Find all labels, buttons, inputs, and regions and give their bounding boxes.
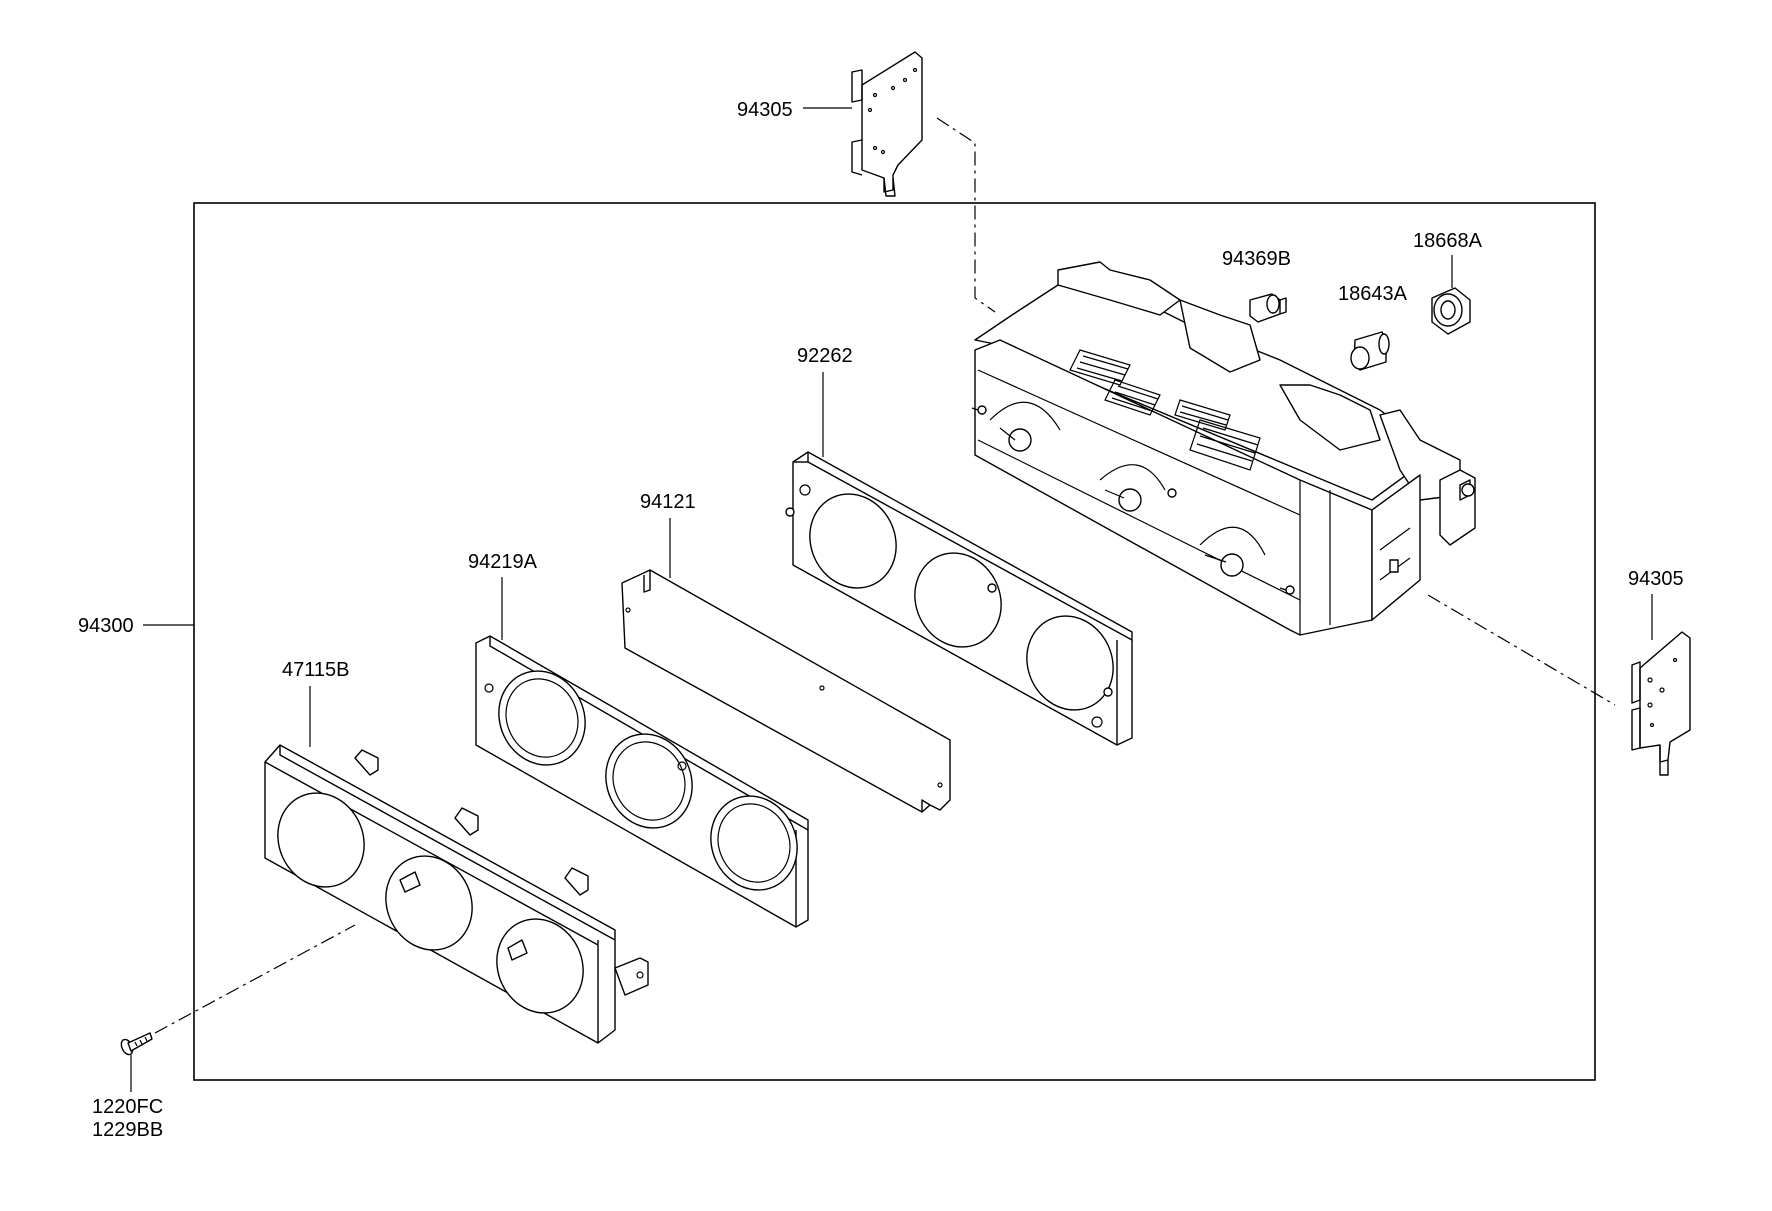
label-94121: 94121 [640,491,696,513]
label-94305-top: 94305 [737,99,793,121]
rear-panel-drawing [785,451,1133,746]
knob-socket-drawing [1431,287,1471,335]
bulb-socket-drawing [1249,293,1287,323]
label-92262: 92262 [797,345,853,367]
label-1229BB: 1229BB [92,1119,163,1141]
label-94219A: 94219A [468,551,538,573]
plate-drawing [621,569,951,813]
dash-94305-right [1427,594,1616,706]
label-94369B: 94369B [1222,248,1291,270]
label-94300: 94300 [78,615,134,637]
front-bezel-drawing [264,744,649,1044]
label-18668A: 18668A [1413,230,1483,252]
label-47115B: 47115B [282,659,349,681]
label-94305-right: 94305 [1628,568,1684,590]
bracket-top-drawing [851,51,923,197]
control-unit-drawing [971,261,1476,636]
ring-panel-drawing [475,635,809,928]
bulb-drawing [1350,331,1390,371]
label-18643A: 18643A [1338,283,1408,305]
dash-94305-top [936,117,996,313]
assembly-frame [193,202,1596,1081]
bracket-right-drawing [1631,631,1691,776]
screw-drawing [120,1032,153,1056]
dash-screw [154,924,356,1034]
label-1220FC: 1220FC [92,1096,163,1118]
